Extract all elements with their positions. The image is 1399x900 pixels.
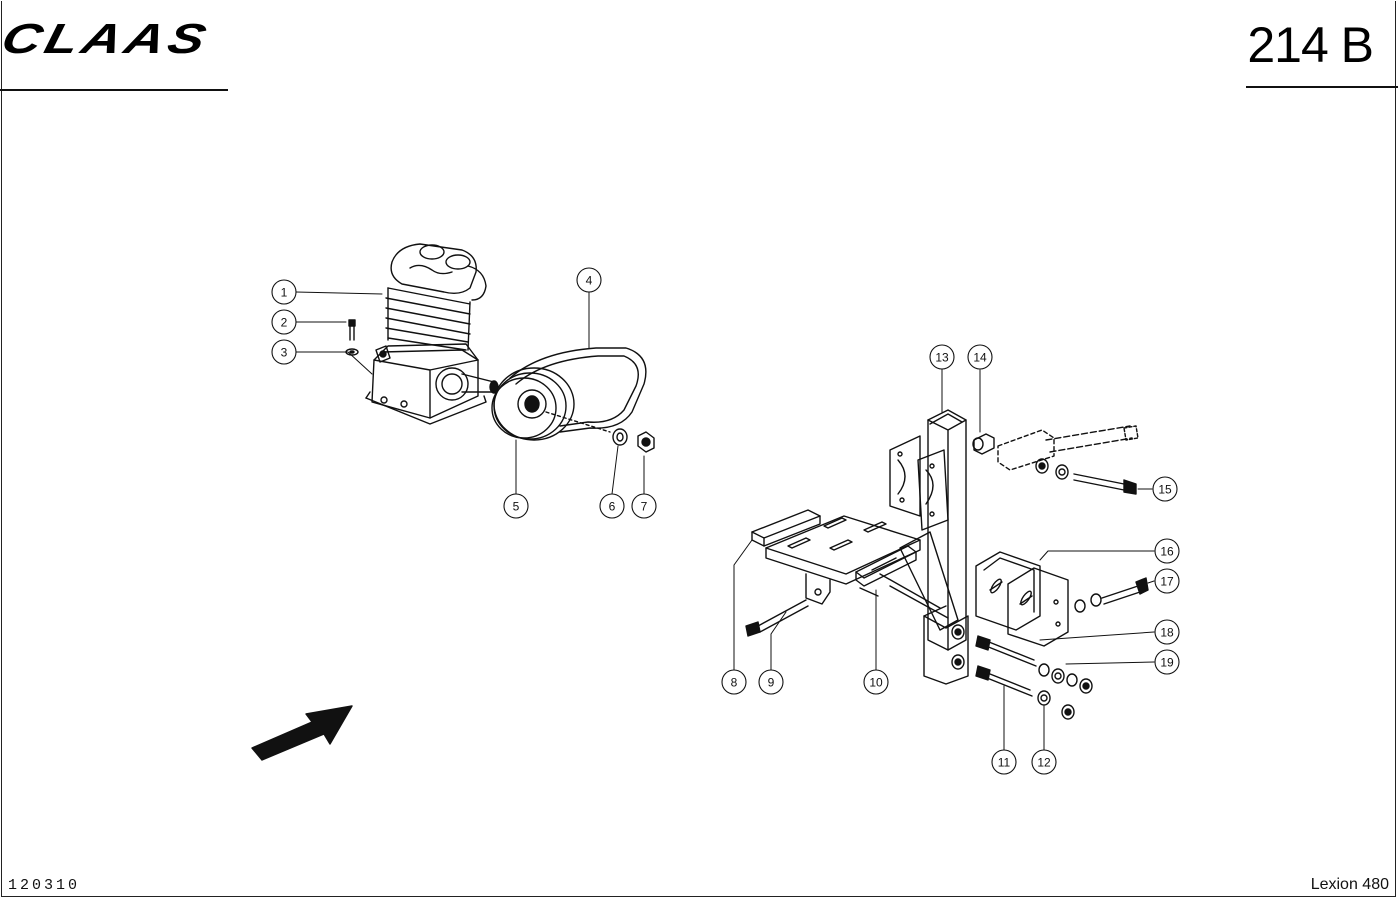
svg-text:10: 10 bbox=[869, 676, 883, 690]
svg-text:13: 13 bbox=[935, 351, 949, 365]
callout-13: 13 bbox=[929, 344, 955, 370]
compressor-drawing bbox=[365, 243, 499, 425]
side-clamp bbox=[975, 551, 1149, 647]
pulley-and-belt bbox=[491, 347, 647, 441]
callout-14: 14 bbox=[967, 344, 993, 370]
callout-11: 11 bbox=[991, 749, 1017, 775]
upper-link bbox=[972, 425, 1139, 495]
svg-text:7: 7 bbox=[641, 500, 648, 514]
callout-8: 8 bbox=[721, 669, 747, 695]
callout-6: 6 bbox=[599, 493, 625, 519]
callout-1: 1 bbox=[271, 279, 297, 305]
svg-text:12: 12 bbox=[1037, 756, 1051, 770]
washer-and-nut bbox=[612, 428, 655, 453]
svg-text:3: 3 bbox=[281, 346, 288, 360]
svg-text:5: 5 bbox=[513, 500, 520, 514]
long-bolts bbox=[951, 624, 1093, 720]
svg-text:16: 16 bbox=[1160, 545, 1174, 559]
svg-text:6: 6 bbox=[609, 500, 616, 514]
drawing-reference: 120310 bbox=[8, 877, 81, 894]
callout-17: 17 bbox=[1154, 568, 1180, 594]
svg-text:19: 19 bbox=[1160, 656, 1174, 670]
svg-text:4: 4 bbox=[586, 274, 593, 288]
machine-model: Lexion 480 bbox=[1310, 876, 1389, 893]
svg-text:2: 2 bbox=[281, 316, 288, 330]
callout-9: 9 bbox=[758, 669, 784, 695]
callout-3: 3 bbox=[271, 339, 297, 365]
callout-10: 10 bbox=[863, 669, 889, 695]
callout-2: 2 bbox=[271, 309, 297, 335]
svg-text:9: 9 bbox=[768, 676, 775, 690]
page-number: 214 B bbox=[1247, 17, 1374, 73]
header-rule-left bbox=[0, 89, 228, 91]
svg-text:18: 18 bbox=[1160, 626, 1174, 640]
svg-text:11: 11 bbox=[998, 756, 1011, 770]
callout-19: 19 bbox=[1154, 649, 1180, 675]
svg-text:1: 1 bbox=[281, 286, 288, 300]
callout-18: 18 bbox=[1154, 619, 1180, 645]
svg-text:8: 8 bbox=[731, 676, 738, 690]
callout-16: 16 bbox=[1154, 538, 1180, 564]
svg-text:15: 15 bbox=[1158, 483, 1172, 497]
callout-12: 12 bbox=[1031, 749, 1057, 775]
callout-15: 15 bbox=[1152, 476, 1178, 502]
bracket-assembly bbox=[745, 409, 969, 685]
travel-direction-arrow-icon bbox=[251, 705, 353, 761]
svg-text:14: 14 bbox=[973, 351, 987, 365]
leader-lines bbox=[295, 291, 1155, 751]
svg-text:17: 17 bbox=[1160, 575, 1174, 589]
callout-5: 5 bbox=[503, 493, 529, 519]
screw-and-washer bbox=[345, 319, 359, 356]
header-rule-right bbox=[1246, 86, 1398, 88]
callout-7: 7 bbox=[631, 493, 657, 519]
callout-4: 4 bbox=[576, 267, 602, 293]
